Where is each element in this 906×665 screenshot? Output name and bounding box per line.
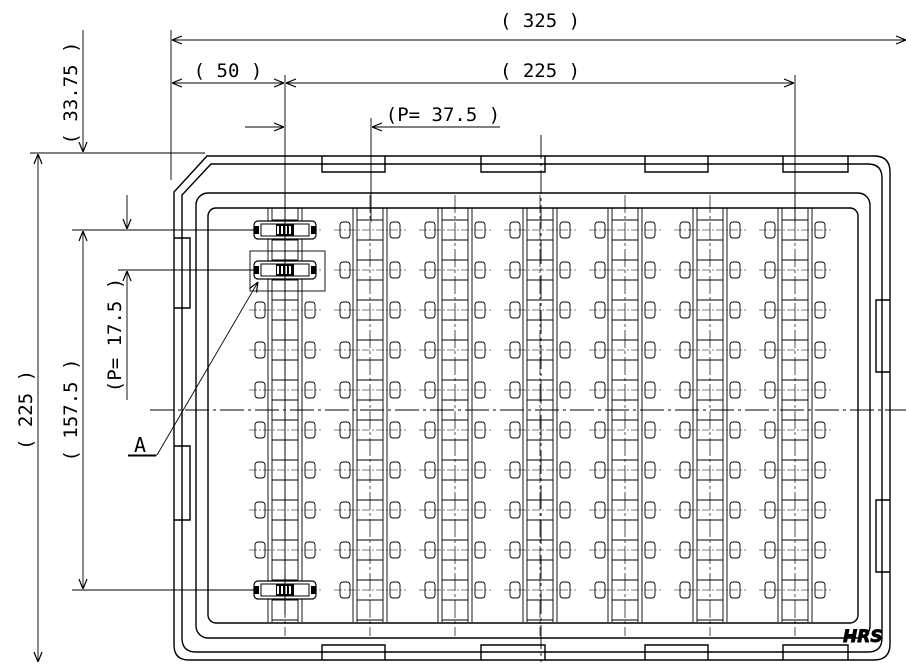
pocket [419, 381, 491, 399]
pocket [504, 541, 576, 559]
dim-text-157-5: ( 157.5 ) [60, 359, 82, 462]
pocket [759, 341, 831, 359]
pocket [759, 221, 831, 239]
pocket [589, 381, 661, 399]
pocket-column [589, 195, 661, 636]
detail-leader [156, 282, 258, 456]
pocket [589, 301, 661, 319]
pocket [504, 501, 576, 519]
left-notches [174, 237, 191, 521]
detail-box [249, 250, 326, 292]
pocket [504, 421, 576, 439]
dim-text-pitch-x: (P= 37.5 ) [386, 104, 500, 126]
pocket [419, 421, 491, 439]
pocket [334, 221, 406, 239]
pocket [504, 381, 576, 399]
pocket-column [504, 195, 576, 636]
dim-text-50: ( 50 ) [194, 60, 263, 82]
pocket [674, 261, 746, 279]
pocket [589, 581, 661, 599]
pocket [759, 461, 831, 479]
pocket [759, 301, 831, 319]
pocket-column [674, 195, 746, 636]
pocket [504, 581, 576, 599]
pocket [589, 261, 661, 279]
pocket [674, 221, 746, 239]
right-notches [875, 299, 890, 573]
dimension-lines [30, 30, 906, 662]
pocket [419, 301, 491, 319]
pocket [334, 381, 406, 399]
tray-inner-edge [181, 163, 883, 653]
dim-text-33-75: ( 33.75 ) [60, 42, 82, 145]
tray-outer-edge [173, 155, 891, 661]
pocket [589, 341, 661, 359]
pocket [759, 501, 831, 519]
pocket [589, 501, 661, 519]
pocket [674, 301, 746, 319]
pocket [504, 301, 576, 319]
pocket [334, 341, 406, 359]
pocket [674, 461, 746, 479]
pocket [759, 381, 831, 399]
bottom-notches [321, 644, 849, 660]
pocket [759, 421, 831, 439]
pocket [674, 581, 746, 599]
pocket [504, 461, 576, 479]
top-notches [321, 156, 849, 173]
pocket [419, 341, 491, 359]
dim-text-pitch-y: (P= 17.5 ) [104, 278, 126, 392]
pocket [759, 541, 831, 559]
dim-text-225-vertical: ( 225 ) [15, 370, 37, 450]
pocket [334, 541, 406, 559]
pocket [334, 421, 406, 439]
tray-pocket-outer [195, 192, 871, 639]
center-lines [150, 135, 906, 662]
pocket [674, 541, 746, 559]
pocket [334, 261, 406, 279]
pocket [589, 541, 661, 559]
pocket [504, 261, 576, 279]
pocket [419, 461, 491, 479]
pocket [759, 581, 831, 599]
pocket [589, 221, 661, 239]
tray-outline [173, 155, 891, 661]
pocket [419, 221, 491, 239]
pocket [589, 461, 661, 479]
hrs-logo-text: HRS [843, 627, 883, 647]
pocket [674, 501, 746, 519]
pocket [674, 421, 746, 439]
pocket [334, 501, 406, 519]
pocket [419, 261, 491, 279]
detail-callout-label: A [134, 433, 146, 457]
pocket [334, 461, 406, 479]
pocket-column [759, 195, 831, 636]
pocket [334, 581, 406, 599]
pocket [419, 581, 491, 599]
hrs-logo: HRS [843, 627, 883, 648]
pocket [674, 341, 746, 359]
pocket [504, 341, 576, 359]
dim-text-325: ( 325 ) [500, 10, 580, 32]
pocket [334, 301, 406, 319]
pocket-column [334, 195, 406, 636]
pocket-grid [249, 195, 831, 636]
pocket [419, 541, 491, 559]
pocket [759, 261, 831, 279]
pocket [419, 501, 491, 519]
dim-text-225-horizontal: ( 225 ) [500, 60, 580, 82]
pocket [589, 421, 661, 439]
pocket [674, 381, 746, 399]
pocket-column [419, 195, 491, 636]
tray-pocket-inner [207, 207, 859, 624]
pocket [504, 221, 576, 239]
